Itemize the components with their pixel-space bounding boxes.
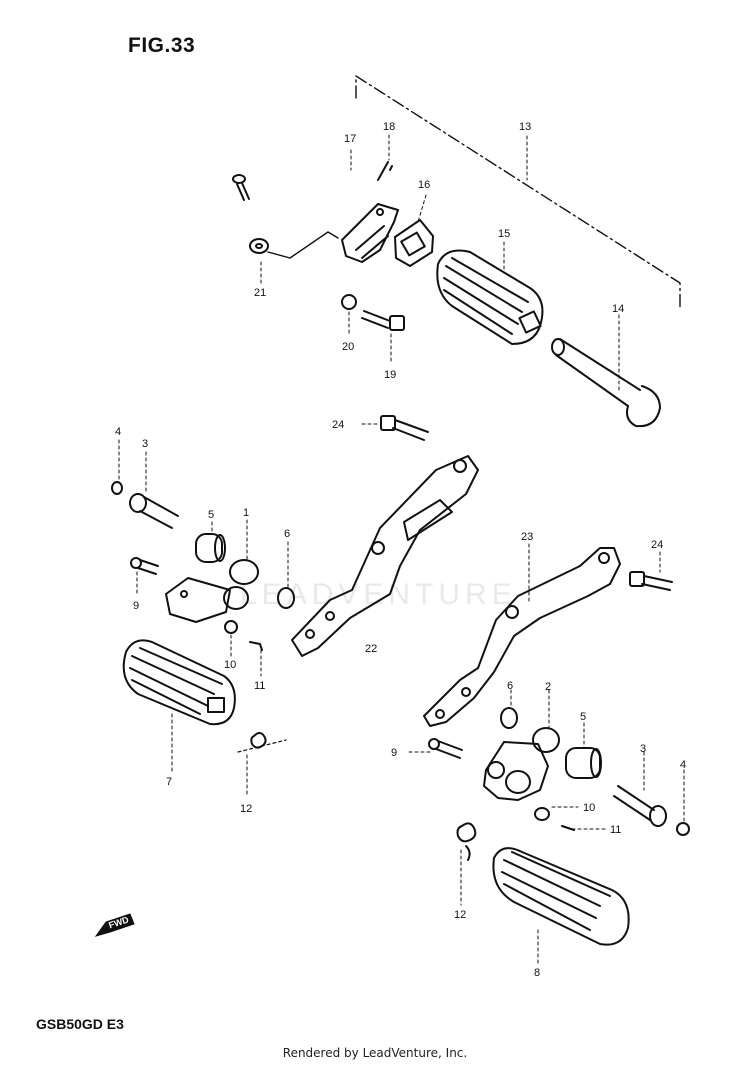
callout-17: 17 (344, 133, 356, 145)
render-credit: Rendered by LeadVenture, Inc. (282, 1046, 468, 1060)
part-12-spring-left (237, 732, 287, 753)
callout-7: 7 (166, 776, 172, 788)
part-9-pin-left (130, 557, 159, 575)
part-19-bolt (361, 310, 405, 331)
callout-5-left: 5 (208, 509, 214, 521)
callout-6-left: 6 (284, 528, 290, 540)
callout-10-right: 10 (583, 802, 595, 814)
callout-20: 20 (342, 341, 354, 353)
part-11-pin-left (249, 641, 263, 651)
callout-6-right: 6 (507, 680, 513, 692)
part-3-bolt-left (129, 493, 179, 529)
part-16-gasket (394, 219, 434, 267)
callout-15: 15 (498, 228, 510, 240)
callout-24-upper: 24 (332, 419, 344, 431)
callout-24-right: 24 (651, 539, 663, 551)
part-22-footrest-plate-left (291, 455, 479, 657)
callout-13: 13 (519, 121, 531, 133)
callout-9-right: 9 (391, 747, 397, 759)
part-1-footrest-bracket-left (165, 559, 259, 623)
callout-11-right: 11 (610, 824, 621, 836)
rear-footrest-bracket (341, 203, 399, 263)
callout-1: 1 (243, 507, 249, 519)
watermark: LEADVENTURE (240, 578, 517, 611)
callout-23: 23 (521, 531, 533, 543)
part-15-footrest-rubber (436, 249, 544, 345)
part-4-cap-right (676, 822, 690, 836)
leader-lines (118, 134, 685, 965)
model-code: GSB50GD E3 (36, 1016, 124, 1032)
part-9-pin-right (428, 738, 463, 759)
callout-2: 2 (545, 681, 551, 693)
part-17-bolt (232, 174, 250, 201)
forward-arrow-icon: FWD (94, 913, 135, 937)
callout-4-left: 4 (115, 426, 121, 438)
part-10-washer-right (534, 807, 550, 821)
part-5-bushing-right (565, 747, 602, 779)
part-3-bolt-right (613, 785, 667, 827)
part-21-nut (249, 231, 339, 259)
callout-9-left: 9 (133, 600, 139, 612)
part-2-footrest-bracket-right (483, 727, 560, 801)
callout-12-right: 12 (454, 909, 466, 921)
callout-numbers: 13 17 18 16 15 14 21 20 19 24 4 3 5 1 6 … (115, 121, 686, 979)
part-8-footrest-rubber-right (492, 847, 630, 946)
figure-title: FIG.33 (128, 34, 196, 57)
callout-19: 19 (384, 369, 396, 381)
callout-12-left: 12 (240, 803, 252, 815)
part-4-cap-left (111, 481, 123, 495)
callout-3-left: 3 (142, 438, 148, 450)
part-23-footrest-plate-right (423, 547, 621, 727)
callout-5-right: 5 (580, 711, 586, 723)
callout-14: 14 (612, 303, 624, 315)
part-20-washer (341, 294, 357, 310)
part-18-pin (377, 161, 393, 181)
callout-16: 16 (418, 179, 430, 191)
callout-21: 21 (254, 287, 266, 299)
callout-4-right: 4 (680, 759, 686, 771)
callout-18: 18 (383, 121, 395, 133)
part-6-washer-left (277, 587, 295, 609)
callout-8: 8 (534, 967, 540, 979)
part-5-bushing-left (195, 533, 226, 563)
part-24-bolt-right (629, 571, 673, 591)
part-24-bolt-upper (380, 415, 429, 441)
part-14-footrest-pin (551, 338, 661, 428)
callout-10-left: 10 (224, 659, 236, 671)
assembly-13-outline (355, 75, 681, 311)
callout-3-right: 3 (640, 743, 646, 755)
part-12-spring-right (456, 822, 477, 861)
callout-22: 22 (365, 643, 377, 655)
part-10-washer-left (224, 620, 238, 634)
part-6-washer-right (500, 707, 518, 729)
callout-11-left: 11 (254, 680, 265, 692)
part-7-footrest-rubber-left (122, 639, 236, 726)
